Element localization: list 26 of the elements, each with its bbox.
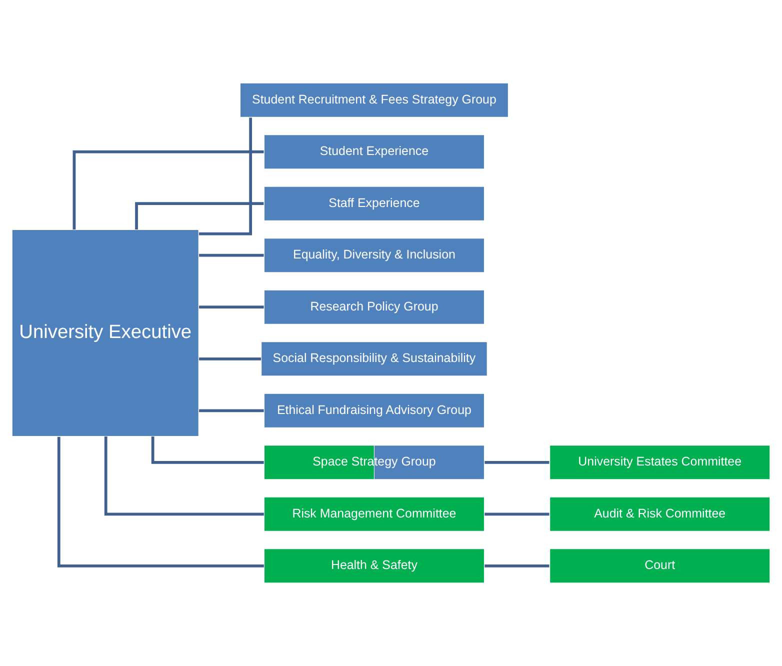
connector — [104, 436, 264, 516]
node-box: University Executive — [11, 229, 200, 437]
connector — [57, 436, 264, 568]
connector — [199, 409, 264, 412]
node-box: University Estates Committee — [549, 444, 771, 480]
node-box: Research Policy Group — [264, 289, 485, 325]
node-box: Health & Safety — [264, 548, 485, 584]
connector — [151, 436, 264, 464]
node-box: Social Responsibility & Sustainability — [260, 341, 488, 377]
connector — [199, 306, 264, 309]
connector — [484, 460, 550, 464]
node-box: Student Recruitment & Fees Strategy Group — [240, 82, 509, 118]
connector — [199, 254, 264, 257]
connector — [135, 202, 264, 230]
connector — [484, 564, 550, 568]
node-box: Ethical Fundraising Advisory Group — [264, 392, 485, 428]
node-box: Staff Experience — [264, 186, 485, 222]
node-box: Audit & Risk Committee — [549, 496, 771, 532]
node-box: Student Experience — [264, 134, 485, 170]
connector — [198, 118, 252, 236]
connector — [199, 357, 261, 360]
node-box: Court — [549, 548, 771, 584]
node-box: Equality, Diversity & Inclusion — [264, 238, 485, 274]
connector — [484, 512, 550, 516]
node-box: Risk Management Committee — [264, 496, 485, 532]
connector — [72, 150, 264, 230]
